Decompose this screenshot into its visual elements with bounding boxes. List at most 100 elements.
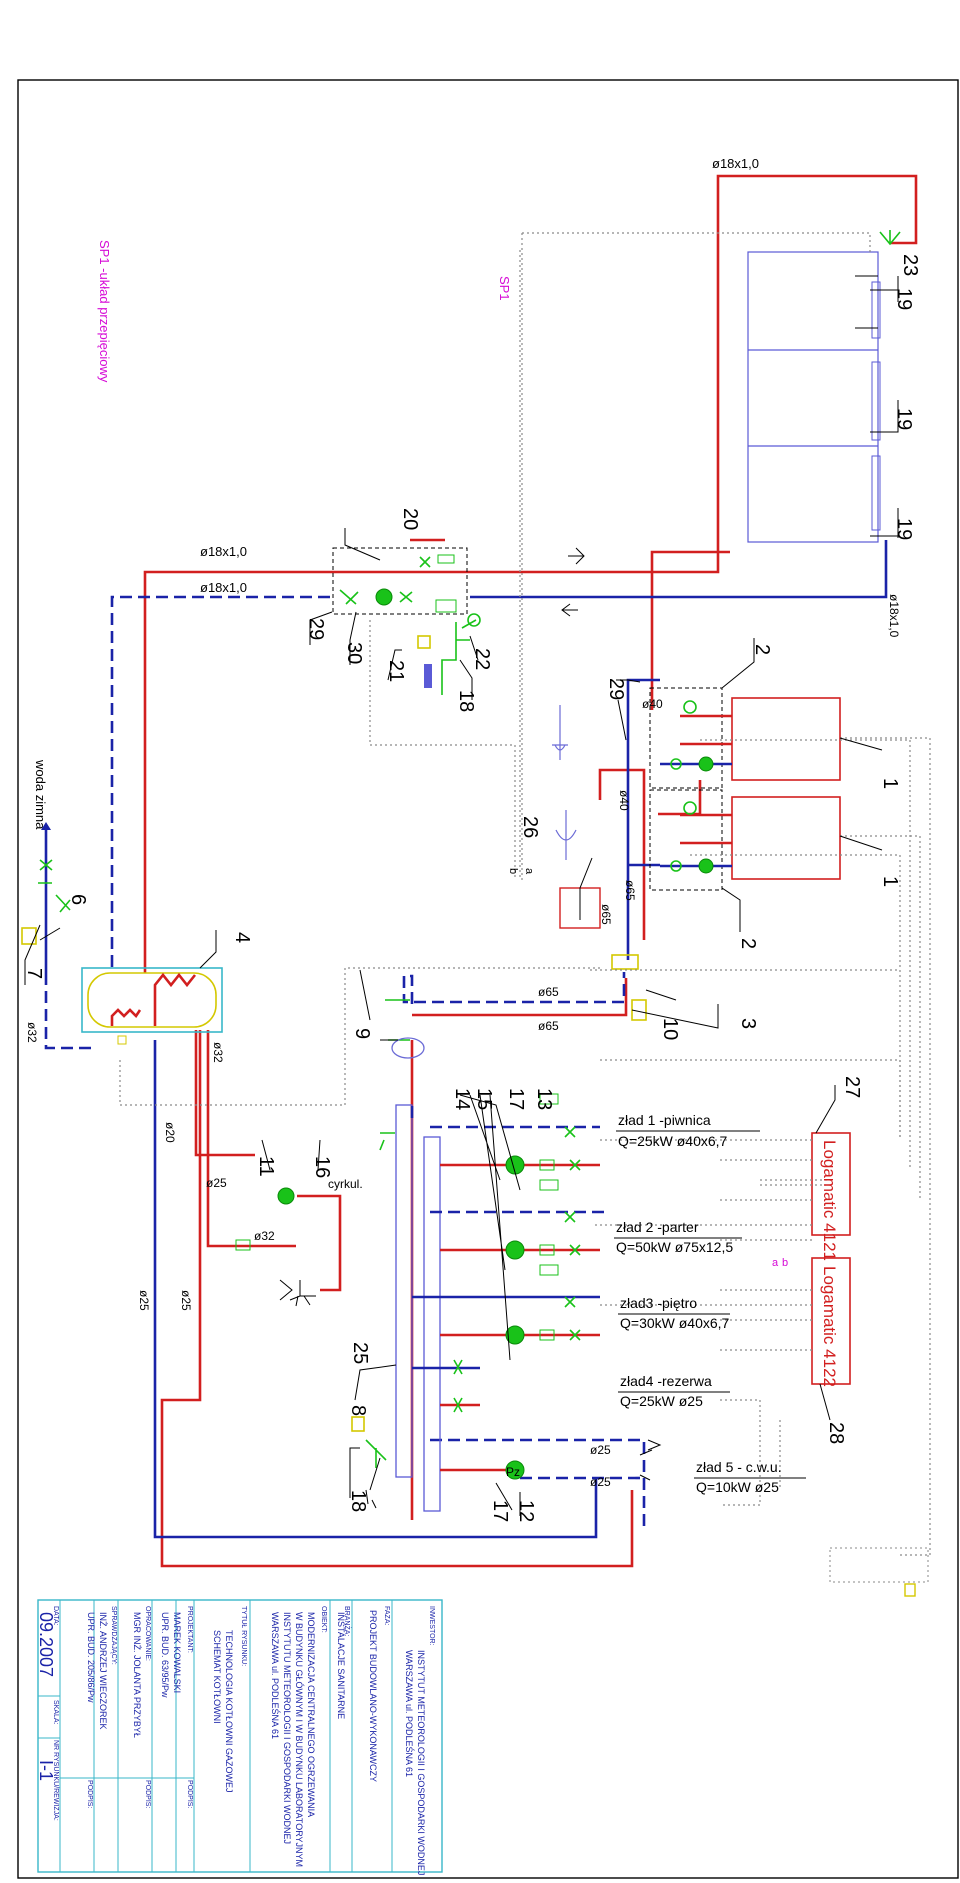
title-block: INWESTOR: FAZA: BRANŻA: OBIEKT: TYTUŁ RY… — [36, 1599, 443, 1875]
terminal-a: a — [772, 1257, 779, 1269]
sp1-label: SP1 — [497, 276, 512, 301]
controllers — [811, 1132, 851, 1385]
controller-labels: Logamatic 4121 Logamatic 4122 — [820, 1140, 839, 1387]
ref-number: 27 — [841, 1076, 863, 1098]
pipe-label: ø18x1,0 — [712, 156, 759, 171]
pump-label: Pz — [506, 1465, 520, 1479]
circuit-name: zład3 -piętro — [620, 1295, 697, 1311]
ref-number: 11 — [255, 1156, 277, 1177]
ref-number: 17 — [489, 1500, 511, 1522]
circuit-detail: Q=25kW ø40x6,7 — [618, 1133, 728, 1149]
tb-sheet-label: NR RYSUNKU/REWIZJA: — [52, 1740, 59, 1821]
ref-number: 26 — [519, 816, 541, 838]
drawing-frame — [17, 79, 959, 1879]
pipe-label: ø25 — [179, 1290, 193, 1311]
ref-number: 2 — [737, 938, 759, 949]
tb-developed: MGR INŻ. JOLANTA PRZYBYŁ — [132, 1612, 142, 1738]
flow-arrows — [279, 230, 901, 1451]
pipe-label: ø65 — [538, 985, 559, 999]
pipe-label: ø25 — [137, 1290, 151, 1311]
tb-object-label: OBIEKT: — [320, 1606, 327, 1633]
ref-number: 23 — [899, 254, 921, 276]
ref-number: 7 — [23, 968, 45, 979]
circuit-name: zład 2 -parter — [616, 1219, 699, 1235]
ref-number: 19 — [893, 408, 915, 430]
ref-number: 21 — [385, 660, 407, 682]
ref-number: 29 — [605, 678, 627, 700]
ref-number: 13 — [533, 1088, 555, 1110]
ref-number: 6 — [67, 894, 89, 905]
circuit-detail: Q=10kW ø25 — [696, 1479, 779, 1495]
pipe-label: ø32 — [254, 1229, 275, 1243]
cold-water-inlet — [21, 822, 71, 945]
tb-checked: INŻ. ANDRZEJ WIECZOREK — [98, 1612, 108, 1730]
tb-scale-label: SKALA: — [52, 1700, 59, 1725]
tb-date-label: DATA: — [52, 1606, 59, 1626]
tb-phase-label: FAZA: — [383, 1606, 390, 1626]
pipe-label: ø25 — [590, 1443, 611, 1457]
pipe-label: cyrkul. — [328, 1177, 363, 1191]
tb-phase: PROJEKT BUDOWLANO-WYKONAWCZY — [368, 1610, 378, 1782]
pipe-label: ø65 — [538, 1019, 559, 1033]
pipe-label: ø40 — [642, 697, 663, 711]
circuit-name: zład 5 - c.w.u. — [696, 1459, 782, 1475]
boilers — [649, 687, 841, 891]
tb-designer: MAREK KOWALSKI — [172, 1612, 182, 1693]
ref-number: 12 — [515, 1500, 537, 1522]
tb-designer-license: UPR. BUD. 63/95/Pw — [160, 1612, 170, 1698]
ref-number: 18 — [455, 690, 477, 712]
ref-number: 16 — [311, 1156, 333, 1178]
manifold — [351, 999, 441, 1512]
tb-developed-label: OPRACOWANIE: — [144, 1606, 151, 1661]
tb-checked-label: SPRAWDZAJĄCY: — [110, 1606, 117, 1665]
tb-checked-license: UPR. BUD. 205/86/Pw — [86, 1612, 96, 1703]
solar-collectors — [747, 251, 881, 543]
tb-sign-label: PODPIS: — [144, 1780, 151, 1808]
terminal-a: a — [523, 868, 535, 875]
tb-drawing-label: TYTUŁ RYSUNKU: — [240, 1606, 247, 1666]
tb-branch: INSTALACJE SANITARNE — [336, 1612, 346, 1719]
pipe-label: ø32 — [25, 1022, 39, 1043]
controller-logamatic-4121: Logamatic 4121 — [820, 1140, 839, 1261]
ref-number: 18 — [347, 1490, 369, 1512]
circuit-labels: zład 1 -piwnica Q=25kW ø40x6,7 zład 2 -p… — [614, 1112, 806, 1495]
ref-number: 1 — [879, 778, 901, 789]
sp1-title: SP1 -układ przepięciowy — [97, 240, 112, 383]
pipe-label: ø18x1,0 — [200, 544, 247, 559]
ref-number: 3 — [737, 1018, 759, 1029]
ref-number: 19 — [893, 288, 915, 310]
pipe-label: ø65 — [599, 904, 613, 925]
circuit-lines — [235, 1093, 653, 1481]
terminal-b: b — [507, 868, 519, 874]
ref-number: 1 — [879, 876, 901, 887]
pipes-return — [44, 540, 888, 1539]
ref-number: 14 — [451, 1088, 473, 1110]
pipe-label: ø25 — [590, 1475, 611, 1489]
terminal-b: b — [782, 1257, 788, 1269]
pipe-label: ø20 — [163, 1122, 177, 1143]
tb-object-line: MODERNIZACJA CENTRALNEGO OGRZEWANIA — [306, 1612, 316, 1817]
pipe-label: ø18x1,0 — [887, 594, 901, 638]
circuit-detail: Q=25kW ø25 — [620, 1393, 703, 1409]
ref-number: 28 — [825, 1422, 847, 1444]
pipe-label: ø65 — [623, 880, 637, 901]
circuit-detail: Q=50kW ø75x12,5 — [616, 1239, 733, 1255]
tb-sheet: I-1 — [36, 1760, 56, 1781]
hydraulic-separator — [552, 705, 647, 1021]
diagram-labels: ø18x1,0 ø18x1,0 ø18x1,0 ø18x1,0 ø40 ø40 … — [25, 156, 901, 1489]
solar-station — [332, 547, 481, 695]
reference-numbers: 1 1 2 2 3 4 6 7 8 9 10 11 12 13 14 15 16… — [23, 254, 921, 1522]
tb-investor: INSTYTUT METEOROLOGII I GOSPODARKI WODNE… — [416, 1650, 426, 1875]
pipe-label: ø25 — [206, 1176, 227, 1190]
tb-drawing-subtitle: SCHEMAT KOTŁOWNI — [212, 1630, 222, 1724]
pipe-label: ø32 — [211, 1042, 225, 1063]
tb-sign-label: PODPIS: — [86, 1780, 93, 1808]
ref-number: 29 — [305, 618, 327, 640]
tb-investor-label: INWESTOR: — [428, 1606, 435, 1646]
tb-drawing-title: TECHNOLOGIA KOTŁOWNI GAZOWEJ — [224, 1630, 234, 1793]
ref-number: 9 — [351, 1028, 373, 1039]
tb-object-line: WARSZAWA ul. PODLEŚNA 61 — [270, 1612, 281, 1739]
ref-number: 10 — [659, 1018, 681, 1040]
ref-number: 17 — [505, 1088, 527, 1110]
